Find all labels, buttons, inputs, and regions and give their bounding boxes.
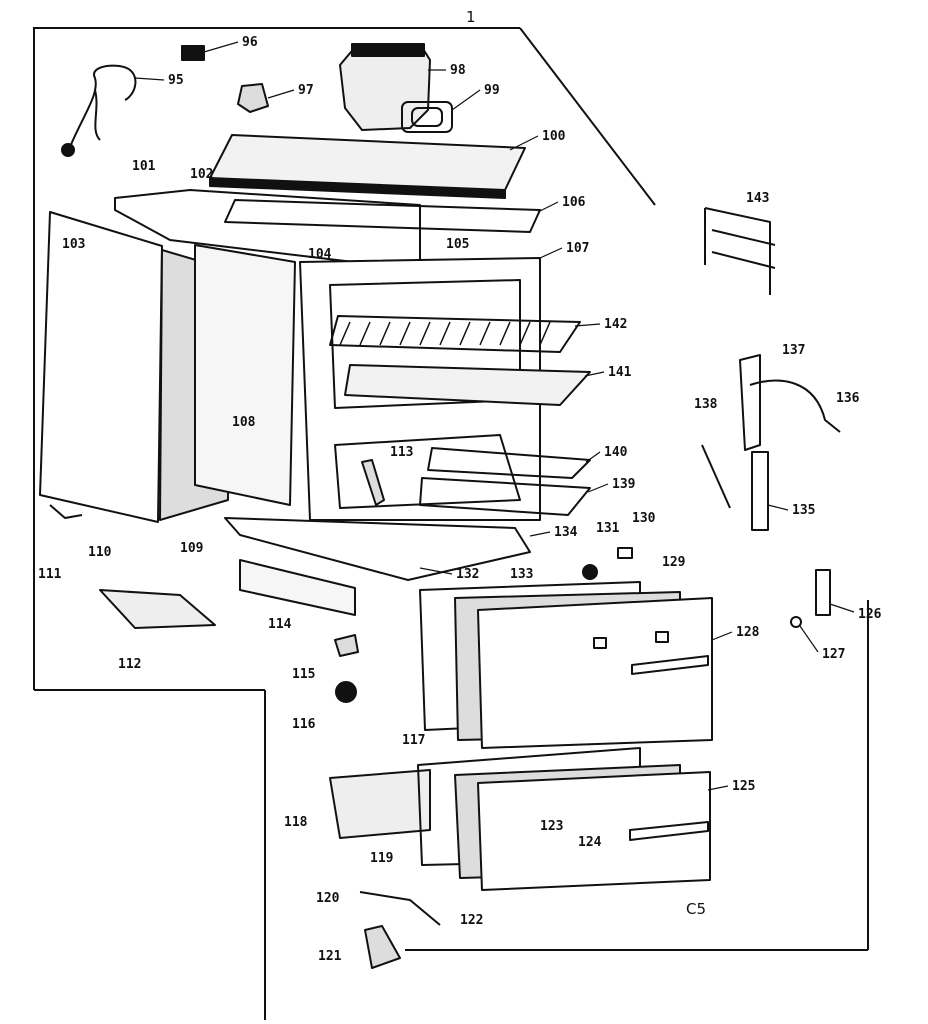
hinge-137 bbox=[739, 354, 761, 451]
leader-lines bbox=[134, 41, 855, 791]
part-130 bbox=[617, 547, 633, 559]
label-122: 122 bbox=[460, 913, 483, 928]
label-137: 137 bbox=[782, 343, 805, 358]
label-107: 107 bbox=[566, 241, 589, 256]
cooktop-edge bbox=[209, 178, 506, 199]
liner-side bbox=[194, 244, 296, 506]
label-98: 98 bbox=[450, 63, 466, 78]
label-109: 109 bbox=[180, 541, 203, 556]
label-116: 116 bbox=[292, 717, 316, 732]
kick-panel-114 bbox=[239, 559, 356, 616]
label-140: 140 bbox=[604, 445, 628, 460]
clip-part bbox=[181, 45, 205, 61]
figure-code: C5 bbox=[686, 900, 706, 918]
label-127: 127 bbox=[822, 647, 845, 662]
oven-door-handle bbox=[631, 655, 709, 675]
oven-door-outer bbox=[477, 597, 713, 749]
label-111: 111 bbox=[38, 567, 62, 582]
top-mark: 1 bbox=[466, 8, 476, 26]
label-141: 141 bbox=[608, 365, 632, 380]
top-frame bbox=[224, 199, 541, 233]
part-127 bbox=[790, 616, 802, 628]
door-latch-1 bbox=[593, 637, 607, 649]
label-108: 108 bbox=[232, 415, 256, 430]
part-number-labels: 96 95 97 98 99 100 101 102 103 104 105 1… bbox=[38, 35, 882, 964]
label-129: 129 bbox=[662, 555, 685, 570]
label-105: 105 bbox=[446, 237, 469, 252]
label-102: 102 bbox=[190, 167, 213, 182]
oven-rack-142 bbox=[329, 315, 581, 353]
label-96: 96 bbox=[242, 35, 258, 50]
label-119: 119 bbox=[370, 851, 393, 866]
label-124: 124 bbox=[578, 835, 602, 850]
parts-artwork bbox=[39, 43, 841, 969]
power-cord bbox=[67, 64, 137, 153]
left-side-panel bbox=[39, 211, 163, 523]
part-126 bbox=[815, 569, 831, 616]
label-142: 142 bbox=[604, 317, 627, 332]
broiler-door-outer bbox=[477, 771, 711, 891]
broil-pan-139 bbox=[419, 477, 591, 516]
label-125: 125 bbox=[732, 779, 755, 794]
rack-wires bbox=[339, 321, 551, 346]
gasket-inner bbox=[411, 107, 443, 127]
gasket-part bbox=[401, 101, 453, 133]
door-latch-2 bbox=[655, 631, 669, 643]
vent-top-bar bbox=[351, 43, 425, 57]
oven-cavity-lower bbox=[334, 434, 521, 509]
label-138: 138 bbox=[694, 397, 718, 412]
spring-138 bbox=[701, 444, 731, 509]
label-135: 135 bbox=[792, 503, 815, 518]
label-97: 97 bbox=[298, 83, 314, 98]
label-112: 112 bbox=[118, 657, 141, 672]
label-99: 99 bbox=[484, 83, 500, 98]
broiler-door-handle bbox=[629, 821, 709, 841]
cord-plug bbox=[61, 143, 75, 157]
hinge-arm-136 bbox=[749, 379, 841, 433]
label-117: 117 bbox=[402, 733, 425, 748]
part-131 bbox=[582, 564, 598, 580]
label-130: 130 bbox=[632, 511, 656, 526]
burner-tray-112 bbox=[99, 589, 216, 629]
bracket-135 bbox=[751, 451, 769, 531]
label-113: 113 bbox=[390, 445, 413, 460]
label-139: 139 bbox=[612, 477, 635, 492]
label-134: 134 bbox=[554, 525, 578, 540]
broil-pan-141 bbox=[344, 364, 591, 406]
hinge-120 bbox=[359, 891, 441, 926]
label-104: 104 bbox=[308, 247, 332, 262]
knob-115 bbox=[334, 634, 359, 657]
leveling-leg-111 bbox=[49, 504, 83, 519]
label-100: 100 bbox=[542, 129, 566, 144]
label-128: 128 bbox=[736, 625, 760, 640]
label-103: 103 bbox=[62, 237, 85, 252]
label-106: 106 bbox=[562, 195, 586, 210]
label-120: 120 bbox=[316, 891, 340, 906]
label-131: 131 bbox=[596, 521, 620, 536]
label-110: 110 bbox=[88, 545, 112, 560]
label-115: 115 bbox=[292, 667, 315, 682]
label-133: 133 bbox=[510, 567, 533, 582]
label-118: 118 bbox=[284, 815, 308, 830]
bottom-panel bbox=[224, 517, 531, 581]
label-114: 114 bbox=[268, 617, 292, 632]
bracket-part bbox=[237, 83, 269, 113]
broil-grid-140 bbox=[427, 447, 591, 479]
knob-116 bbox=[335, 681, 357, 703]
part-121 bbox=[364, 925, 401, 969]
label-95: 95 bbox=[168, 73, 184, 88]
label-143: 143 bbox=[746, 191, 769, 206]
part-113 bbox=[361, 459, 385, 506]
label-136: 136 bbox=[836, 391, 860, 406]
label-126: 126 bbox=[858, 607, 882, 622]
label-132: 132 bbox=[456, 567, 479, 582]
broiler-body bbox=[329, 769, 431, 839]
label-123: 123 bbox=[540, 819, 563, 834]
diagram-frame bbox=[33, 27, 869, 1020]
label-101: 101 bbox=[132, 159, 156, 174]
rack-143 bbox=[704, 207, 776, 295]
label-121: 121 bbox=[318, 949, 342, 964]
